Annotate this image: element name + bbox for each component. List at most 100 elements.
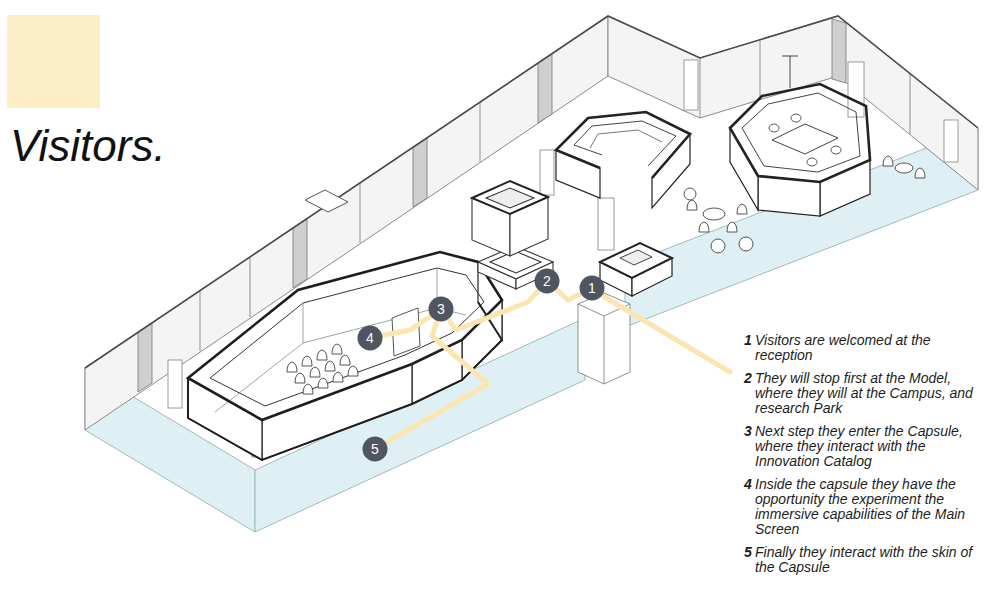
callout-circle [358, 326, 383, 351]
booth [556, 150, 600, 198]
step-item: 1Visitors are welcomed at the reception [744, 333, 994, 363]
callout-number-text: 3 [437, 302, 445, 316]
pillar [944, 120, 958, 162]
wall-edge [760, 40, 761, 100]
meeting-room [807, 158, 817, 166]
booth [590, 130, 662, 148]
lounge-furniture [739, 237, 753, 251]
reception-desk [620, 250, 652, 265]
callout-number: 1 [579, 275, 605, 301]
campus-model [490, 251, 541, 273]
visitor-path-entry [603, 296, 730, 372]
capsule [303, 303, 304, 343]
step-text: Next step they enter the Capsule, where … [755, 424, 991, 469]
wall-edge [85, 16, 978, 368]
lounge-furniture [915, 168, 925, 178]
capsule-seat [332, 344, 342, 354]
lounge-furniture [727, 222, 737, 232]
capsule-seat [310, 367, 320, 377]
capsule-seat [340, 355, 350, 365]
lounge-furniture [895, 163, 913, 173]
back-wall [85, 16, 608, 430]
step-number: 1 [744, 333, 755, 363]
wall-panel [138, 323, 152, 392]
step-item: 4Inside the capsule they have the opport… [744, 477, 994, 537]
pillar [540, 150, 554, 195]
glass-wall [625, 128, 978, 327]
lounge-furniture [703, 208, 725, 220]
visitor-path [449, 291, 537, 330]
booth [556, 112, 690, 208]
entrance-block [604, 316, 605, 384]
wall-panel [538, 54, 552, 123]
meeting-room [790, 56, 791, 88]
capsule [412, 340, 462, 404]
meeting-room [730, 84, 870, 182]
reception-desk [600, 243, 672, 296]
meeting-room [769, 124, 779, 132]
wall-edge [200, 291, 201, 351]
lounge-furniture [684, 156, 925, 253]
callout-number: 5 [362, 436, 388, 462]
callout-number-text: 2 [543, 274, 551, 288]
meeting-room [772, 124, 838, 154]
callout-number: 2 [534, 268, 560, 294]
step-text: Finally they interact with the skin of t… [755, 545, 991, 575]
capsule-seat [317, 350, 327, 360]
capsule-seat [303, 384, 313, 394]
callout-number-text: 1 [588, 281, 596, 295]
capsule [188, 252, 502, 460]
callout-circle [363, 437, 388, 462]
pillar [684, 60, 698, 110]
step-number: 3 [744, 424, 755, 469]
capsule-seat [295, 373, 305, 383]
visitor-path [387, 322, 488, 442]
lounge-furniture [699, 222, 709, 232]
step-item: 5Finally they interact with the skin of … [744, 545, 994, 575]
back-wall [85, 16, 978, 430]
callout-number: 4 [357, 325, 383, 351]
campus-model [486, 188, 534, 208]
capsule-seat [348, 366, 358, 376]
step-text: They will stop first at the Model, where… [755, 371, 991, 416]
campus-model [478, 262, 516, 289]
wall-panel [293, 219, 307, 288]
callout-circle [429, 297, 454, 322]
campus-model [472, 181, 548, 214]
step-text: Inside the capsule they have the opportu… [755, 477, 991, 537]
wall-edge [85, 16, 978, 368]
wall-edge [360, 183, 361, 243]
meeting-room [742, 93, 860, 172]
lounge-furniture [711, 239, 725, 253]
capsule [188, 378, 262, 460]
meeting-room [791, 114, 801, 122]
wall-panel [413, 138, 427, 207]
reception-desk [600, 243, 672, 278]
capsule [188, 252, 502, 420]
wall-edge [910, 74, 911, 134]
lounge-furniture [687, 200, 697, 210]
capsule-seat [287, 362, 297, 372]
booth [556, 112, 690, 178]
wall-panel [832, 19, 846, 83]
lounge-furniture [684, 188, 696, 200]
wall-edge [480, 102, 481, 162]
capsule-seat [287, 344, 358, 394]
lounge-furniture [883, 156, 893, 166]
campus-model [516, 262, 553, 289]
door-stub [305, 190, 348, 212]
capsule [210, 268, 484, 406]
page-title: Visitors. [10, 124, 166, 168]
callout-circle [580, 276, 605, 301]
capsule-seat [325, 361, 335, 371]
meeting-room [782, 56, 798, 57]
step-number: 5 [744, 545, 755, 575]
pillar [168, 360, 182, 408]
callout-number-text: 4 [366, 331, 374, 345]
booth [574, 121, 676, 166]
meeting-room [730, 56, 870, 216]
step-item: 2They will stop first at the Model, wher… [744, 371, 994, 416]
step-list: 1Visitors are welcomed at the reception 2… [744, 333, 994, 583]
capsule-seat [302, 356, 312, 366]
